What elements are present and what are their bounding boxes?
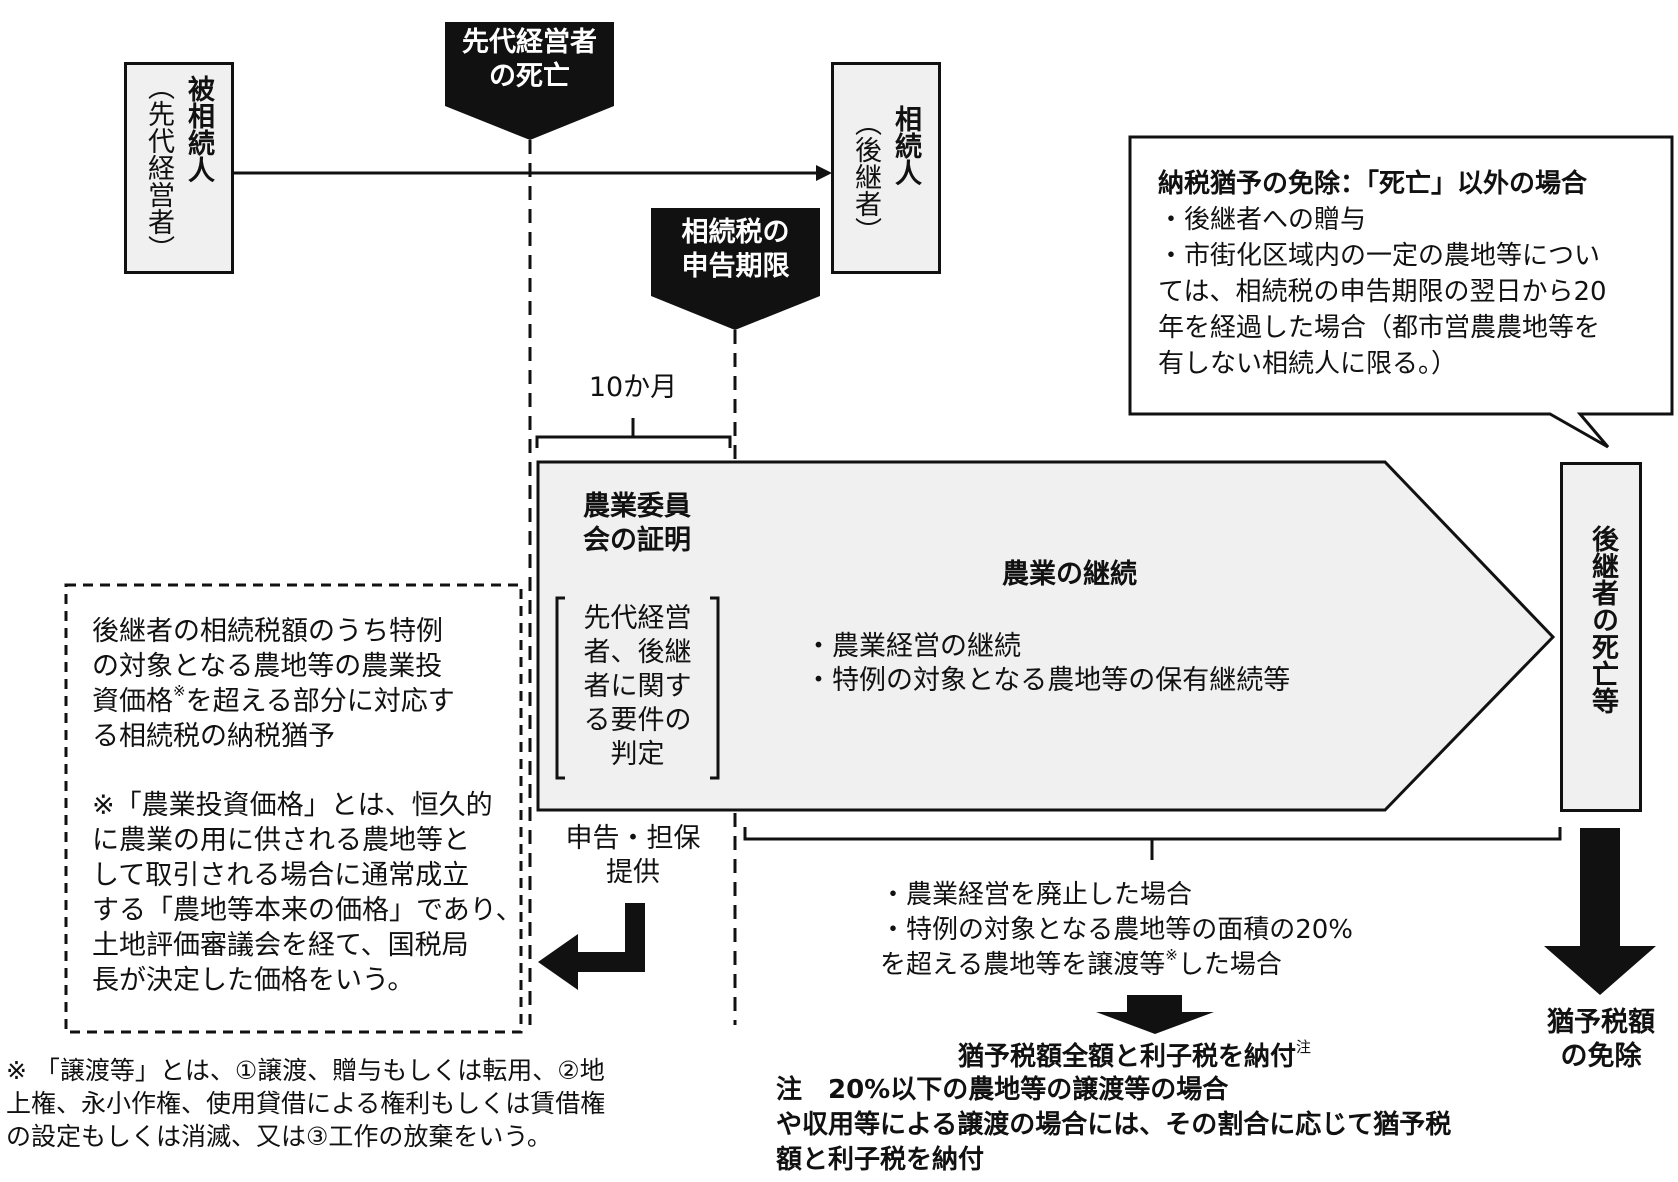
- deferral-note-line: する「農地等本来の価格」であり、: [92, 895, 523, 926]
- exemption-down-arrow: [1544, 828, 1656, 995]
- certification-title-line2: 会の証明: [583, 525, 691, 556]
- exemption-callout-text: 納税猶予の免除：「死亡」以外の場合 ・後継者への贈与 ・市街化区域内の一定の農地…: [1158, 166, 1607, 382]
- footnote-line: の設定もしくは消滅、又は③工作の放棄をいう。: [6, 1122, 552, 1151]
- banner-filing-deadline: [651, 208, 820, 330]
- certification-title-line1: 農業委員: [583, 491, 691, 522]
- banner-predecessor-death: [445, 22, 614, 140]
- requirement-bracket-left: [555, 596, 565, 780]
- heir-subtitle: （後継者）: [850, 109, 881, 244]
- termination-mark: ※: [1165, 946, 1178, 964]
- payment-text: 猶予税額全額と利子税を納付: [958, 1042, 1297, 1072]
- continuation-item: ・農業経営の継続: [805, 631, 1021, 662]
- termination-line: を超える農地等を譲渡等※した場合: [880, 948, 1353, 983]
- decedent-title: 被相続人: [183, 75, 214, 183]
- deferral-note-line: して取引される場合に通常成立: [92, 860, 470, 891]
- deferral-line: の対象となる農地等の農業投: [92, 651, 443, 682]
- exemption-callout-line: ・市街化区域内の一定の農地等につい: [1158, 241, 1601, 271]
- continuation-items: ・農業経営の継続 ・特例の対象となる農地等の保有継続等: [805, 630, 1290, 698]
- deferral-note-line: に農業の用に供される農地等と: [92, 825, 470, 856]
- filing-security-label: 申告・担保 提供: [553, 822, 713, 890]
- filing-security-line2: 提供: [606, 857, 660, 888]
- continuation-title: 農業の継続: [1002, 559, 1137, 590]
- payment-mark: 注: [1296, 1038, 1312, 1056]
- exemption-callout-title: 納税猶予の免除：「死亡」以外の場合: [1158, 169, 1588, 199]
- heir-title: 相続人: [890, 105, 921, 186]
- deferral-mark: ※: [173, 682, 186, 700]
- filing-to-deferral-arrow: [538, 903, 645, 990]
- deferral-line: 資価格※を超える部分に対応す: [92, 684, 523, 719]
- footnote: ※ 「譲渡等」とは、①譲渡、贈与もしくは転用、②地 上権、永小作権、使用貸借によ…: [6, 1054, 605, 1153]
- successor-death-label: 後継者の死亡等: [1587, 525, 1618, 714]
- deferral-box-border: [64, 583, 523, 1034]
- ten-month-bracket: [535, 418, 732, 448]
- requirement-bracket-right: [710, 596, 720, 780]
- termination-conditions: ・農業経営を廃止した場合 ・特例の対象となる農地等の面積の20% を超える農地等…: [880, 878, 1353, 983]
- continuation-arrow-shape: [536, 460, 1556, 812]
- filing-deadline-label: 相続税の 申告期限: [651, 216, 820, 284]
- payment-note-line: や収用等による譲渡の場合には、その割合に応じて猶予税: [776, 1110, 1452, 1140]
- continuation-bracket: [743, 827, 1562, 860]
- footnote-line: 上権、永小作権、使用貸借による権利もしくは賃借権: [6, 1089, 606, 1118]
- payment-note: 注 20%以下の農地等の譲渡等の場合 や収用等による譲渡の場合には、その割合に応…: [776, 1073, 1451, 1178]
- exemption-callout-line: 年を経過した場合（都市営農農地等を: [1158, 313, 1601, 343]
- termination-line-part: した場合: [1177, 950, 1282, 980]
- exemption-callout-line: ては、相続税の申告期限の翌日から20: [1158, 277, 1607, 307]
- continuation-item: ・特例の対象となる農地等の保有継続等: [805, 665, 1291, 696]
- deferral-note-line: 土地評価審議会を経て、国税局: [92, 930, 469, 961]
- predecessor-death-label: 先代経営者 の死亡: [445, 26, 614, 94]
- filing-security-line1: 申告・担保: [565, 823, 701, 854]
- requirement-line: 者に関す: [583, 671, 692, 702]
- termination-line: ・農業経営を廃止した場合: [880, 880, 1193, 910]
- decedent-box: 被相続人 （先代経営者）: [124, 62, 234, 274]
- inheritance-arrowhead: [816, 165, 832, 181]
- deferral-line: 後継者の相続税額のうち特例: [92, 616, 443, 647]
- period-label: 10か月: [588, 372, 678, 403]
- requirement-line: 者、後継: [583, 637, 692, 668]
- requirement-line: る要件の: [583, 705, 692, 736]
- requirement-text: 先代経営 者、後継 者に関す る要件の 判定: [565, 602, 710, 772]
- deferral-text: 後継者の相続税額のうち特例 の対象となる農地等の農業投 資価格※を超える部分に対…: [92, 614, 523, 998]
- deferral-note-line: 長が決定した価格をいう。: [92, 965, 415, 996]
- certification-title: 農業委員 会の証明: [557, 490, 717, 558]
- requirement-line: 先代経営: [583, 603, 692, 634]
- exemption-callout-line: 有しない相続人に限る。）: [1158, 349, 1458, 379]
- deferral-line-part: を超える部分に対応す: [185, 686, 455, 717]
- exemption-result-line1: 猶予税額: [1547, 1007, 1655, 1038]
- exemption-result-line2: の免除: [1560, 1041, 1642, 1072]
- termination-line: ・特例の対象となる農地等の面積の20%: [880, 915, 1354, 945]
- payment-note-line: 注 20%以下の農地等の譲渡等の場合: [776, 1075, 1229, 1105]
- requirement-line: 判定: [610, 739, 665, 770]
- footnote-line: ※ 「譲渡等」とは、①譲渡、贈与もしくは転用、②地: [6, 1056, 605, 1085]
- payment-label: 猶予税額全額と利子税を納付注: [958, 1040, 1311, 1074]
- heir-box: 相続人 （後継者）: [831, 62, 941, 274]
- filing-deadline-line2: 申告期限: [681, 251, 790, 282]
- payment-note-line: 額と利子税を納付: [776, 1145, 985, 1175]
- predecessor-death-line2: の死亡: [489, 61, 570, 92]
- decedent-subtitle: （先代経営者）: [143, 73, 174, 262]
- exemption-result: 猶予税額 の免除: [1528, 1006, 1674, 1074]
- deferral-line-part: 資価格: [92, 686, 173, 717]
- filing-deadline-line1: 相続税の: [681, 217, 790, 248]
- exemption-callout-line: ・後継者への贈与: [1158, 205, 1367, 235]
- successor-death-box: 後継者の死亡等: [1560, 462, 1642, 812]
- termination-line-part: を超える農地等を譲渡等: [880, 950, 1166, 980]
- deferral-line: る相続税の納税猶予: [92, 721, 335, 752]
- exemption-callout-shape: [1128, 135, 1674, 449]
- predecessor-death-line1: 先代経営者: [462, 27, 597, 58]
- deferral-note-line: ※「農業投資価格」とは、恒久的: [92, 790, 493, 821]
- payment-down-arrow: [1096, 995, 1214, 1034]
